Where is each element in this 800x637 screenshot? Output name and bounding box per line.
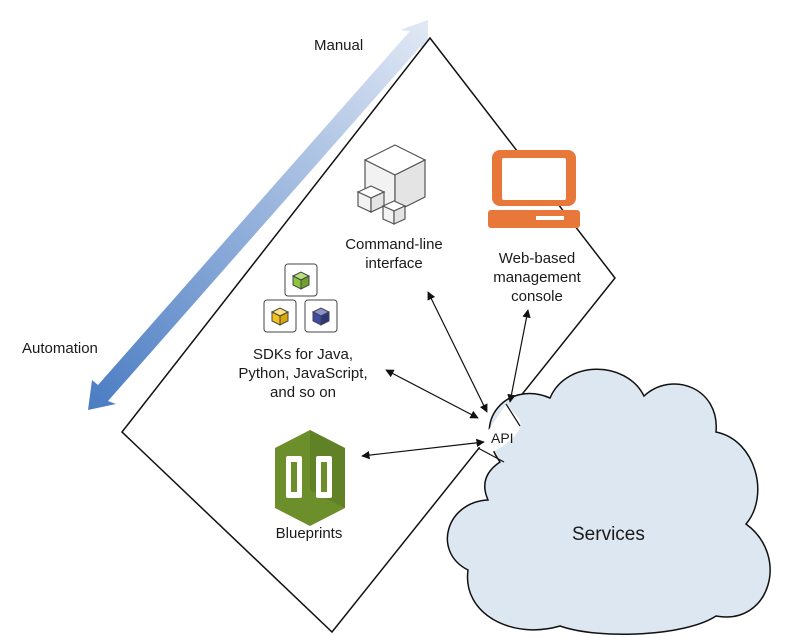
- cloud-icon: [446, 368, 771, 636]
- console-api-arrow: [507, 309, 531, 403]
- blueprints-icon: [275, 430, 345, 526]
- sdk-cubes-icon: [263, 263, 338, 333]
- sdks-label-line1: SDKs for Java,: [252, 346, 354, 363]
- cubes-icon: [356, 144, 427, 225]
- tool-frame: [120, 36, 616, 634]
- sdks-label-line3: and so on: [270, 384, 336, 401]
- blueprints-label: Blueprints: [275, 525, 343, 542]
- console-label-line3: console: [511, 288, 563, 305]
- sdk-api-arrow: [385, 369, 479, 419]
- cli-label: Command-line interface: [345, 235, 443, 273]
- manual-label: Manual: [314, 37, 364, 54]
- console-label-line2: management: [493, 269, 581, 286]
- automation-label: Automation: [22, 340, 98, 357]
- console-label: Web-based management console: [493, 249, 581, 306]
- api-label: API: [491, 430, 514, 446]
- manual-automation-arrow: [88, 20, 428, 410]
- services-label: Services: [572, 524, 645, 545]
- blueprints-api-arrow: [361, 438, 485, 460]
- cli-label-line1: Command-line: [345, 236, 443, 253]
- sdks-label: SDKs for Java, Python, JavaScript, and s…: [238, 345, 367, 402]
- cli-label-line2: interface: [365, 255, 423, 272]
- api-connector: [478, 404, 521, 454]
- monitor-icon: [488, 150, 580, 228]
- console-label-line1: Web-based: [498, 250, 576, 267]
- sdks-label-line2: Python, JavaScript,: [238, 365, 368, 382]
